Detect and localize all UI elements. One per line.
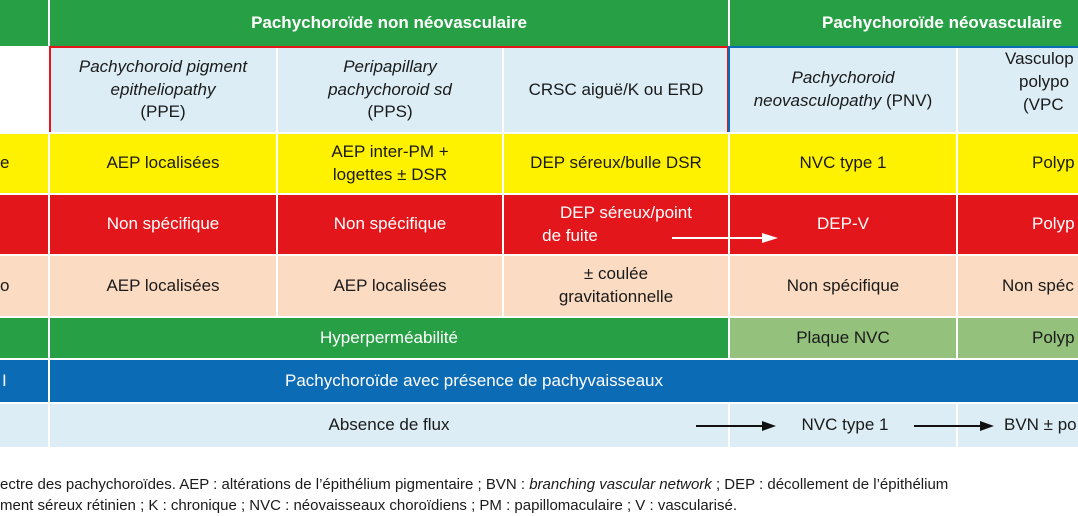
row-light-pnv-text: NVC type 1	[801, 415, 889, 435]
row-peach-crsc: ± coulée gravitationnelle	[504, 256, 728, 316]
column-header-pps-line1: Peripapillary	[343, 56, 437, 76]
row-peach-pnv: Non spécifique	[730, 256, 956, 316]
column-header-pnv: Pachychoroid neovasculopathy (PNV)	[730, 48, 956, 132]
column-header-blank	[0, 48, 48, 132]
column-header-ppe-line3: (PPE)	[140, 102, 186, 122]
row-red-crsc-line2: de fuite	[542, 225, 598, 245]
row-blue-pachyvessels: Pachychoroïde avec présence de pachyvais…	[50, 360, 1078, 402]
row-peach-crsc-line2: gravitationnelle	[558, 287, 674, 306]
column-header-ppe: Pachychoroid pigment epitheliopathy (PPE…	[50, 48, 276, 132]
row-yellow-vpc: Polyp	[958, 134, 1078, 193]
column-header-vpc-line3: (VPC	[1023, 94, 1064, 114]
header-neovascular: Pachychoroïde néovasculaire	[730, 0, 1078, 46]
row-yellow-crsc: DEP séreux/bulle DSR	[504, 134, 728, 193]
row-peach-pps: AEP localisées	[278, 256, 502, 316]
column-header-ppe-line1: Pachychoroid pigment	[78, 56, 248, 76]
row-red-crsc-line1: DEP séreux/point	[560, 202, 692, 222]
row-peach-label: o	[0, 256, 48, 316]
column-header-vpc: Vasculop polypo (VPC	[958, 48, 1078, 132]
row-yellow-label: e	[0, 134, 48, 193]
non-neovascular-highlight-border	[49, 46, 729, 132]
row-peach-vpc: Non spéc	[958, 256, 1078, 316]
row-yellow-ppe: AEP localisées	[50, 134, 276, 193]
row-green-hyperpermeability: Hyperperméabilité	[50, 318, 728, 358]
figure-caption-line1-a: ectre des pachychoroïdes. AEP : altérati…	[0, 476, 530, 493]
column-header-pps-line3: (PPS)	[367, 102, 413, 122]
row-green-label	[0, 318, 48, 358]
arrow-right-icon	[914, 421, 994, 431]
column-header-pnv-line2-abbr: (PNV)	[886, 91, 933, 110]
row-peach-ppe: AEP localisées	[50, 256, 276, 316]
row-red-ppe: Non spécifique	[50, 195, 276, 254]
neovascular-highlight-border	[728, 46, 1078, 132]
column-header-pnv-line2: neovasculopathy (PNV)	[754, 90, 933, 113]
column-header-pnv-line1: Pachychoroid	[791, 68, 895, 88]
arrow-right-icon	[696, 421, 776, 431]
row-red-crsc: DEP séreux/point de fuite	[504, 195, 728, 254]
row-yellow-pps-line1: AEP inter-PM +	[331, 141, 449, 161]
column-header-crsc: CRSC aiguë/K ou ERD	[504, 48, 728, 132]
row-light-label	[0, 404, 48, 447]
row-red-pps: Non spécifique	[278, 195, 502, 254]
figure-caption-line1-b: ; DEP : décollement de l’épithélium	[711, 476, 949, 493]
figure-caption-line2: ment séreux rétinien ; K : chronique ; N…	[0, 497, 738, 514]
row-yellow-pnv: NVC type 1	[730, 134, 956, 193]
row-red-pnv: DEP-V	[730, 195, 956, 254]
row-blue-label: I	[0, 360, 48, 402]
row-green-vpc: Polyp	[958, 318, 1078, 358]
header-left-stub	[0, 0, 48, 46]
row-light-vpc-text: BVN ± po	[1004, 415, 1077, 435]
row-yellow-pps: AEP inter-PM + logettes ± DSR	[278, 134, 502, 193]
arrow-right-icon	[672, 233, 778, 243]
row-red-vpc: Polyp	[958, 195, 1078, 254]
row-peach-crsc-line1: ± coulée	[583, 264, 649, 284]
row-red-label	[0, 195, 48, 254]
column-header-pnv-line2-italic: neovasculopathy	[753, 91, 882, 110]
figure-caption-line1: ectre des pachychoroïdes. AEP : altérati…	[0, 476, 948, 493]
column-header-ppe-line2: epitheliopathy	[110, 79, 216, 99]
row-yellow-pps-line2: logettes ± DSR	[332, 164, 448, 184]
column-header-pps: Peripapillary pachychoroid sd (PPS)	[278, 48, 502, 132]
row-light-no-flow: Absence de flux	[50, 404, 728, 447]
figure-caption-line1-italic: branching vascular network	[529, 476, 712, 493]
row-green-pnv: Plaque NVC	[730, 318, 956, 358]
column-header-pps-line2: pachychoroid sd	[328, 79, 452, 99]
column-header-vpc-line1: Vasculop	[1005, 49, 1074, 68]
column-header-vpc-line2: polypo	[1019, 71, 1070, 91]
header-non-neovascular: Pachychoroïde non néovasculaire	[50, 0, 728, 46]
